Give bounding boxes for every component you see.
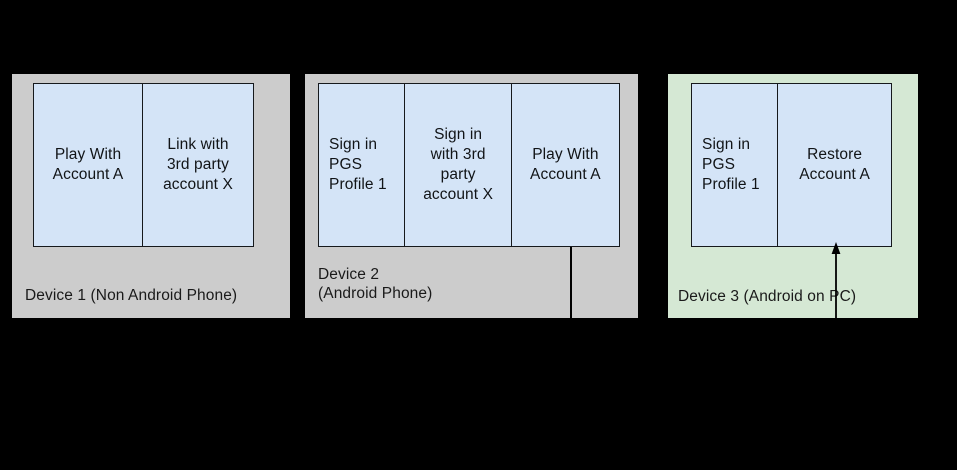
device-2-cell-sign-in-3rd-party[interactable]: Sign in with 3rd party account X (405, 84, 512, 246)
device-1-cell-play-with-account-a[interactable]: Play With Account A (34, 84, 144, 246)
connector-segment-down (570, 247, 572, 318)
device-2-cell-sign-in-pgs-profile[interactable]: Sign in PGS Profile 1 (319, 84, 406, 246)
account-restore-arrow (831, 242, 841, 470)
device-3-flow-row: Sign in PGS Profile 1 Restore Account A (691, 83, 892, 247)
device-2-label: Device 2 (Android Phone) (318, 266, 433, 302)
device-2-cell-play-with-account-a[interactable]: Play With Account A (511, 84, 620, 246)
device-3-label: Device 3 (Android on PC) (678, 288, 857, 305)
device-1-flow-row: Play With Account A Link with 3rd party … (33, 83, 254, 247)
device-3-cell-restore-account-a[interactable]: Restore Account A (778, 84, 891, 246)
device-1-label: Device 1 (Non Android Phone) (25, 287, 238, 304)
device-3-cell-sign-in-pgs-profile[interactable]: Sign in PGS Profile 1 (692, 84, 779, 246)
device-2-flow-row: Sign in PGS Profile 1 Sign in with 3rd p… (318, 83, 620, 247)
device-1-cell-link-3rd-party[interactable]: Link with 3rd party account X (143, 84, 253, 246)
